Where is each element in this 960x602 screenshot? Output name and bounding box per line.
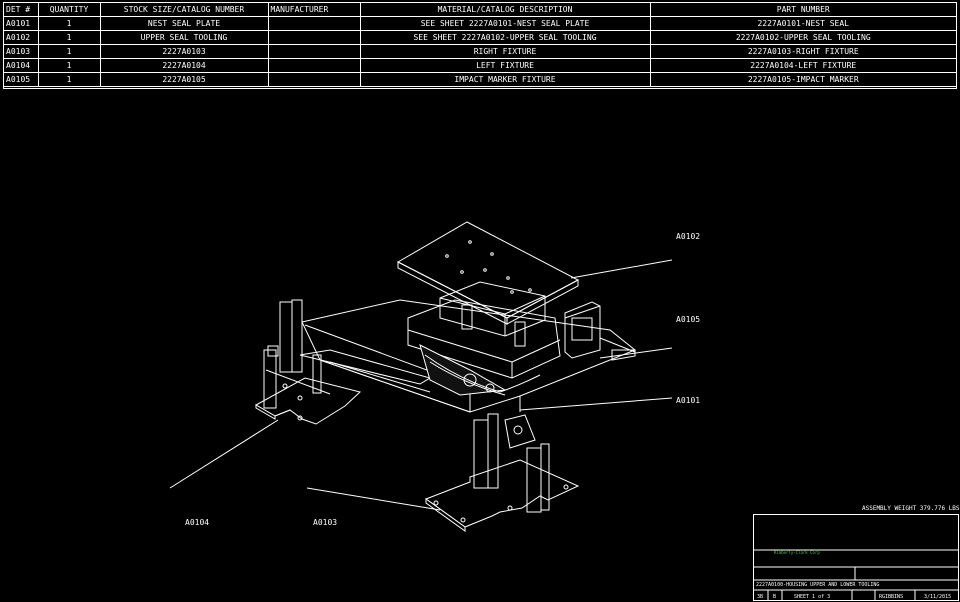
cell-part-number: 2227A0104-LEFT FIXTURE <box>650 58 956 73</box>
cell-det: A0101 <box>4 16 39 31</box>
cell-quantity: 1 <box>38 16 101 31</box>
cell-det: A0105 <box>4 72 39 87</box>
callout-a0103: A0103 <box>313 518 338 527</box>
bill-of-materials-table: DET # QUANTITY STOCK SIZE/CATALOG NUMBER… <box>3 2 957 89</box>
cell-det: A0104 <box>4 58 39 73</box>
cell-manufacturer <box>268 72 361 87</box>
cell-manufacturer <box>268 58 361 73</box>
cell-quantity: 1 <box>38 30 101 45</box>
drawn-by: RGIBBINS <box>879 594 904 600</box>
callout-a0101: A0101 <box>676 396 701 405</box>
bom-header-row: DET # QUANTITY STOCK SIZE/CATALOG NUMBER… <box>4 3 956 17</box>
title-block: Kimberly-Clark Corp 2227A0100-HOUSING UP… <box>753 514 959 601</box>
drawing-title: 2227A0100-HOUSING UPPER AND LOWER TOOLIN… <box>756 582 880 588</box>
cell-description: RIGHT FIXTURE <box>360 44 651 59</box>
header-stock-size: STOCK SIZE/CATALOG NUMBER <box>100 3 269 17</box>
cell-det: A0103 <box>4 44 39 59</box>
sheet-number: SHEET 1 of 3 <box>794 594 831 600</box>
callout-a0105: A0105 <box>676 315 701 324</box>
cell-det: A0102 <box>4 30 39 45</box>
header-description: MATERIAL/CATALOG DESCRIPTION <box>360 3 651 17</box>
bom-row: A0101 1 NEST SEAL PLATE SEE SHEET 2227A0… <box>4 16 956 31</box>
cell-stock-size: NEST SEAL PLATE <box>100 16 269 31</box>
bom-row: A0105 1 2227A0105 IMPACT MARKER FIXTURE … <box>4 72 956 87</box>
left-fixture <box>254 299 432 425</box>
cell-part-number: 2227A0102-UPPER SEAL TOOLING <box>650 30 956 45</box>
bom-row: A0104 1 2227A0104 LEFT FIXTURE 2227A0104… <box>4 58 956 73</box>
cell-stock-size: 2227A0105 <box>100 72 269 87</box>
cell-part-number: 2227A0103-RIGHT FIXTURE <box>650 44 956 59</box>
cell-stock-size: UPPER SEAL TOOLING <box>100 30 269 45</box>
header-manufacturer: MANUFACTURER <box>268 3 361 17</box>
cell-quantity: 1 <box>38 44 101 59</box>
cell-quantity: 1 <box>38 72 101 87</box>
revision: B <box>773 594 777 600</box>
right-fixture <box>424 413 580 532</box>
title-block-lines <box>753 549 959 601</box>
assembly-weight: ASSEMBLY WEIGHT 379.776 LBS <box>862 505 960 512</box>
header-det: DET # <box>4 3 39 17</box>
cell-description: LEFT FIXTURE <box>360 58 651 73</box>
cell-manufacturer <box>268 16 361 31</box>
upper-seal-tooling <box>396 221 580 396</box>
cell-stock-size: 2227A0104 <box>100 58 269 73</box>
impact-marker-fixture <box>564 301 601 359</box>
cell-description: SEE SHEET 2227A0101-NEST SEAL PLATE <box>360 16 651 31</box>
callout-a0104: A0104 <box>185 518 210 527</box>
cell-part-number: 2227A0101-NEST SEAL <box>650 16 956 31</box>
header-quantity: QUANTITY <box>38 3 101 17</box>
cell-manufacturer <box>268 30 361 45</box>
cell-part-number: 2227A0105-IMPACT MARKER <box>650 72 956 87</box>
bom-row: A0102 1 UPPER SEAL TOOLING SEE SHEET 222… <box>4 30 956 45</box>
bom-row: A0103 1 2227A0103 RIGHT FIXTURE 2227A010… <box>4 44 956 59</box>
cell-quantity: 1 <box>38 58 101 73</box>
leader-lines <box>169 259 673 511</box>
callout-a0102: A0102 <box>676 232 701 241</box>
drawing-date: 3/11/2015 <box>924 594 952 600</box>
header-part-number: PART NUMBER <box>650 3 956 17</box>
cell-description: IMPACT MARKER FIXTURE <box>360 72 651 87</box>
sheet-size: 3B <box>757 594 764 600</box>
cell-description: SEE SHEET 2227A0102-UPPER SEAL TOOLING <box>360 30 651 45</box>
cell-manufacturer <box>268 44 361 59</box>
company-name: Kimberly-Clark Corp <box>774 550 820 555</box>
cell-stock-size: 2227A0103 <box>100 44 269 59</box>
